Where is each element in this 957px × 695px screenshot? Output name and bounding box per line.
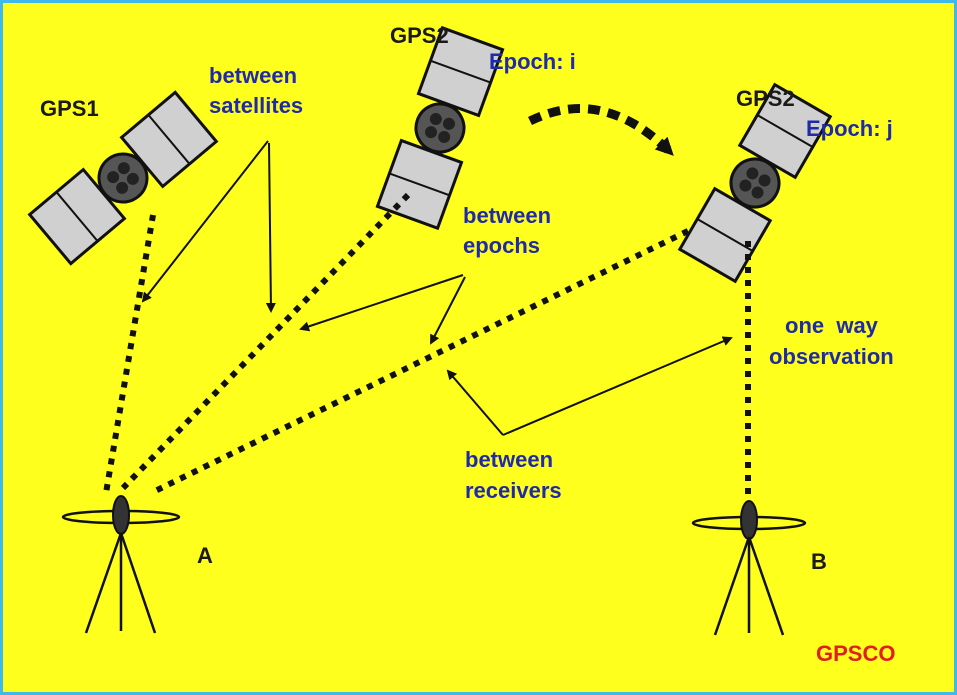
label-between-satellites-line1: between bbox=[209, 63, 297, 88]
label-between-satellites-line2: satellites bbox=[209, 93, 303, 118]
obs-line-gps2j-a bbox=[149, 228, 690, 496]
arrow-between-receivers bbox=[446, 369, 504, 436]
obs-line-gps1-a bbox=[103, 214, 156, 494]
label-epoch-j: Epoch: j bbox=[806, 116, 893, 141]
label-receiver-b: B bbox=[811, 549, 827, 574]
arrow-between-epochs-2 bbox=[430, 276, 466, 345]
gps-differencing-diagram: GPS1 GPS2 Epoch: i GPS2 Epoch: j between… bbox=[28, 23, 895, 666]
epoch-transition-arrow bbox=[528, 104, 675, 157]
label-gps2-epoch-j: GPS2 bbox=[736, 86, 795, 111]
satellite-gps2-epoch-j bbox=[678, 83, 832, 283]
label-one-way-line1: one way bbox=[785, 313, 879, 338]
label-gps1: GPS1 bbox=[40, 96, 99, 121]
label-between-epochs-line1: between bbox=[463, 203, 551, 228]
arrow-between-satellites-2 bbox=[265, 142, 276, 313]
receiver-a bbox=[61, 495, 181, 634]
label-between-receivers-line1: between bbox=[465, 447, 553, 472]
receiver-b bbox=[691, 500, 807, 636]
watermark-gpsco: GPSCO bbox=[816, 641, 895, 666]
label-receiver-a: A bbox=[197, 543, 213, 568]
label-gps2-epoch-i: GPS2 bbox=[390, 23, 449, 48]
arrow-between-epochs-1 bbox=[299, 274, 464, 332]
arrow-between-satellites-1 bbox=[141, 140, 269, 303]
label-between-receivers-line2: receivers bbox=[465, 478, 562, 503]
arrow-one-way bbox=[502, 336, 733, 436]
label-between-epochs-line2: epochs bbox=[463, 233, 540, 258]
satellite-gps2-epoch-i bbox=[375, 26, 505, 230]
label-one-way-line2: observation bbox=[769, 344, 894, 369]
label-epoch-i: Epoch: i bbox=[489, 49, 576, 74]
obs-line-gps2i-a bbox=[120, 192, 411, 491]
